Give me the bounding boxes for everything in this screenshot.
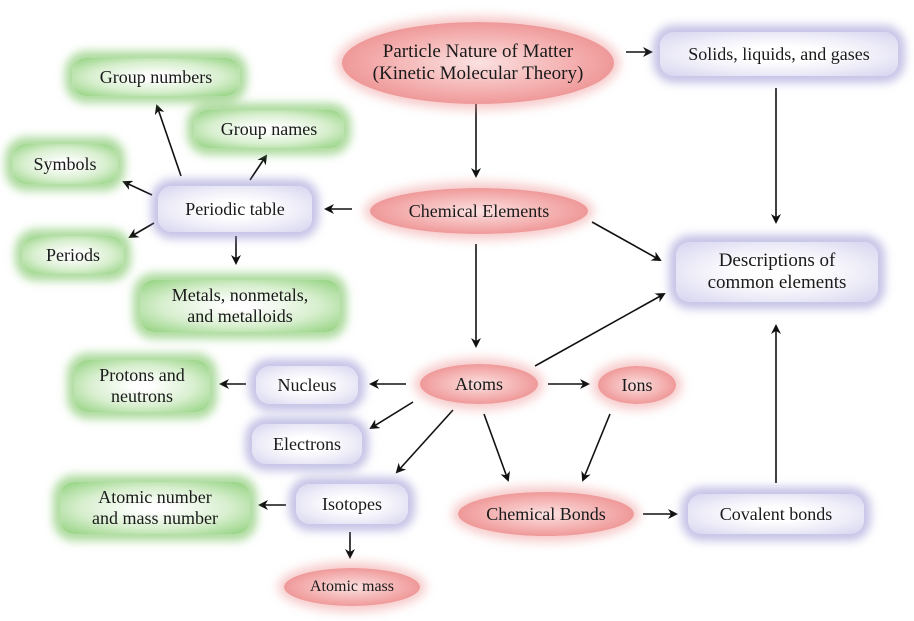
node-metals-nonmetals-metalloids: Metals, nonmetals, and metalloids [140, 280, 340, 332]
node-isotopes: Isotopes [296, 484, 408, 524]
node-periodic-table: Periodic table [158, 186, 312, 232]
node-particle-nature: Particle Nature of Matter (Kinetic Molec… [342, 22, 614, 104]
arrow-atoms-to-electrons [369, 401, 414, 430]
arrow-periodic-to-symbols [122, 180, 153, 196]
arrow-atoms-to-isotopes [395, 409, 454, 474]
arrow-chemical-elements-to-descriptions [591, 221, 662, 261]
arrow-periodic-to-group-numbers [154, 104, 182, 177]
node-ions: Ions [598, 366, 676, 404]
node-nucleus: Nucleus [256, 366, 358, 404]
node-descriptions-common-elements: Descriptions of common elements [676, 242, 878, 302]
node-periods: Periods [22, 236, 124, 274]
node-solids-liquids-gases: Solids, liquids, and gases [660, 32, 898, 76]
node-atoms: Atoms [420, 364, 538, 404]
node-group-numbers: Group numbers [72, 58, 240, 96]
arrow-periodic-to-group-names [249, 154, 268, 181]
node-covalent-bonds: Covalent bonds [688, 494, 864, 534]
node-symbols: Symbols [12, 144, 118, 184]
arrow-periodic-to-periods [128, 222, 155, 239]
node-electrons: Electrons [252, 424, 362, 464]
node-group-names: Group names [194, 110, 344, 148]
node-chemical-elements: Chemical Elements [370, 188, 588, 234]
node-protons-neutrons: Protons and neutrons [74, 360, 210, 412]
arrow-atoms-to-descriptions [534, 293, 666, 367]
node-atomic-mass: Atomic mass [284, 568, 420, 606]
arrow-atoms-to-chemical-bonds [483, 413, 510, 482]
arrow-ions-to-chemical-bonds [581, 413, 611, 482]
node-chemical-bonds: Chemical Bonds [458, 492, 634, 536]
node-atomic-number-mass-number: Atomic number and mass number [60, 482, 250, 534]
